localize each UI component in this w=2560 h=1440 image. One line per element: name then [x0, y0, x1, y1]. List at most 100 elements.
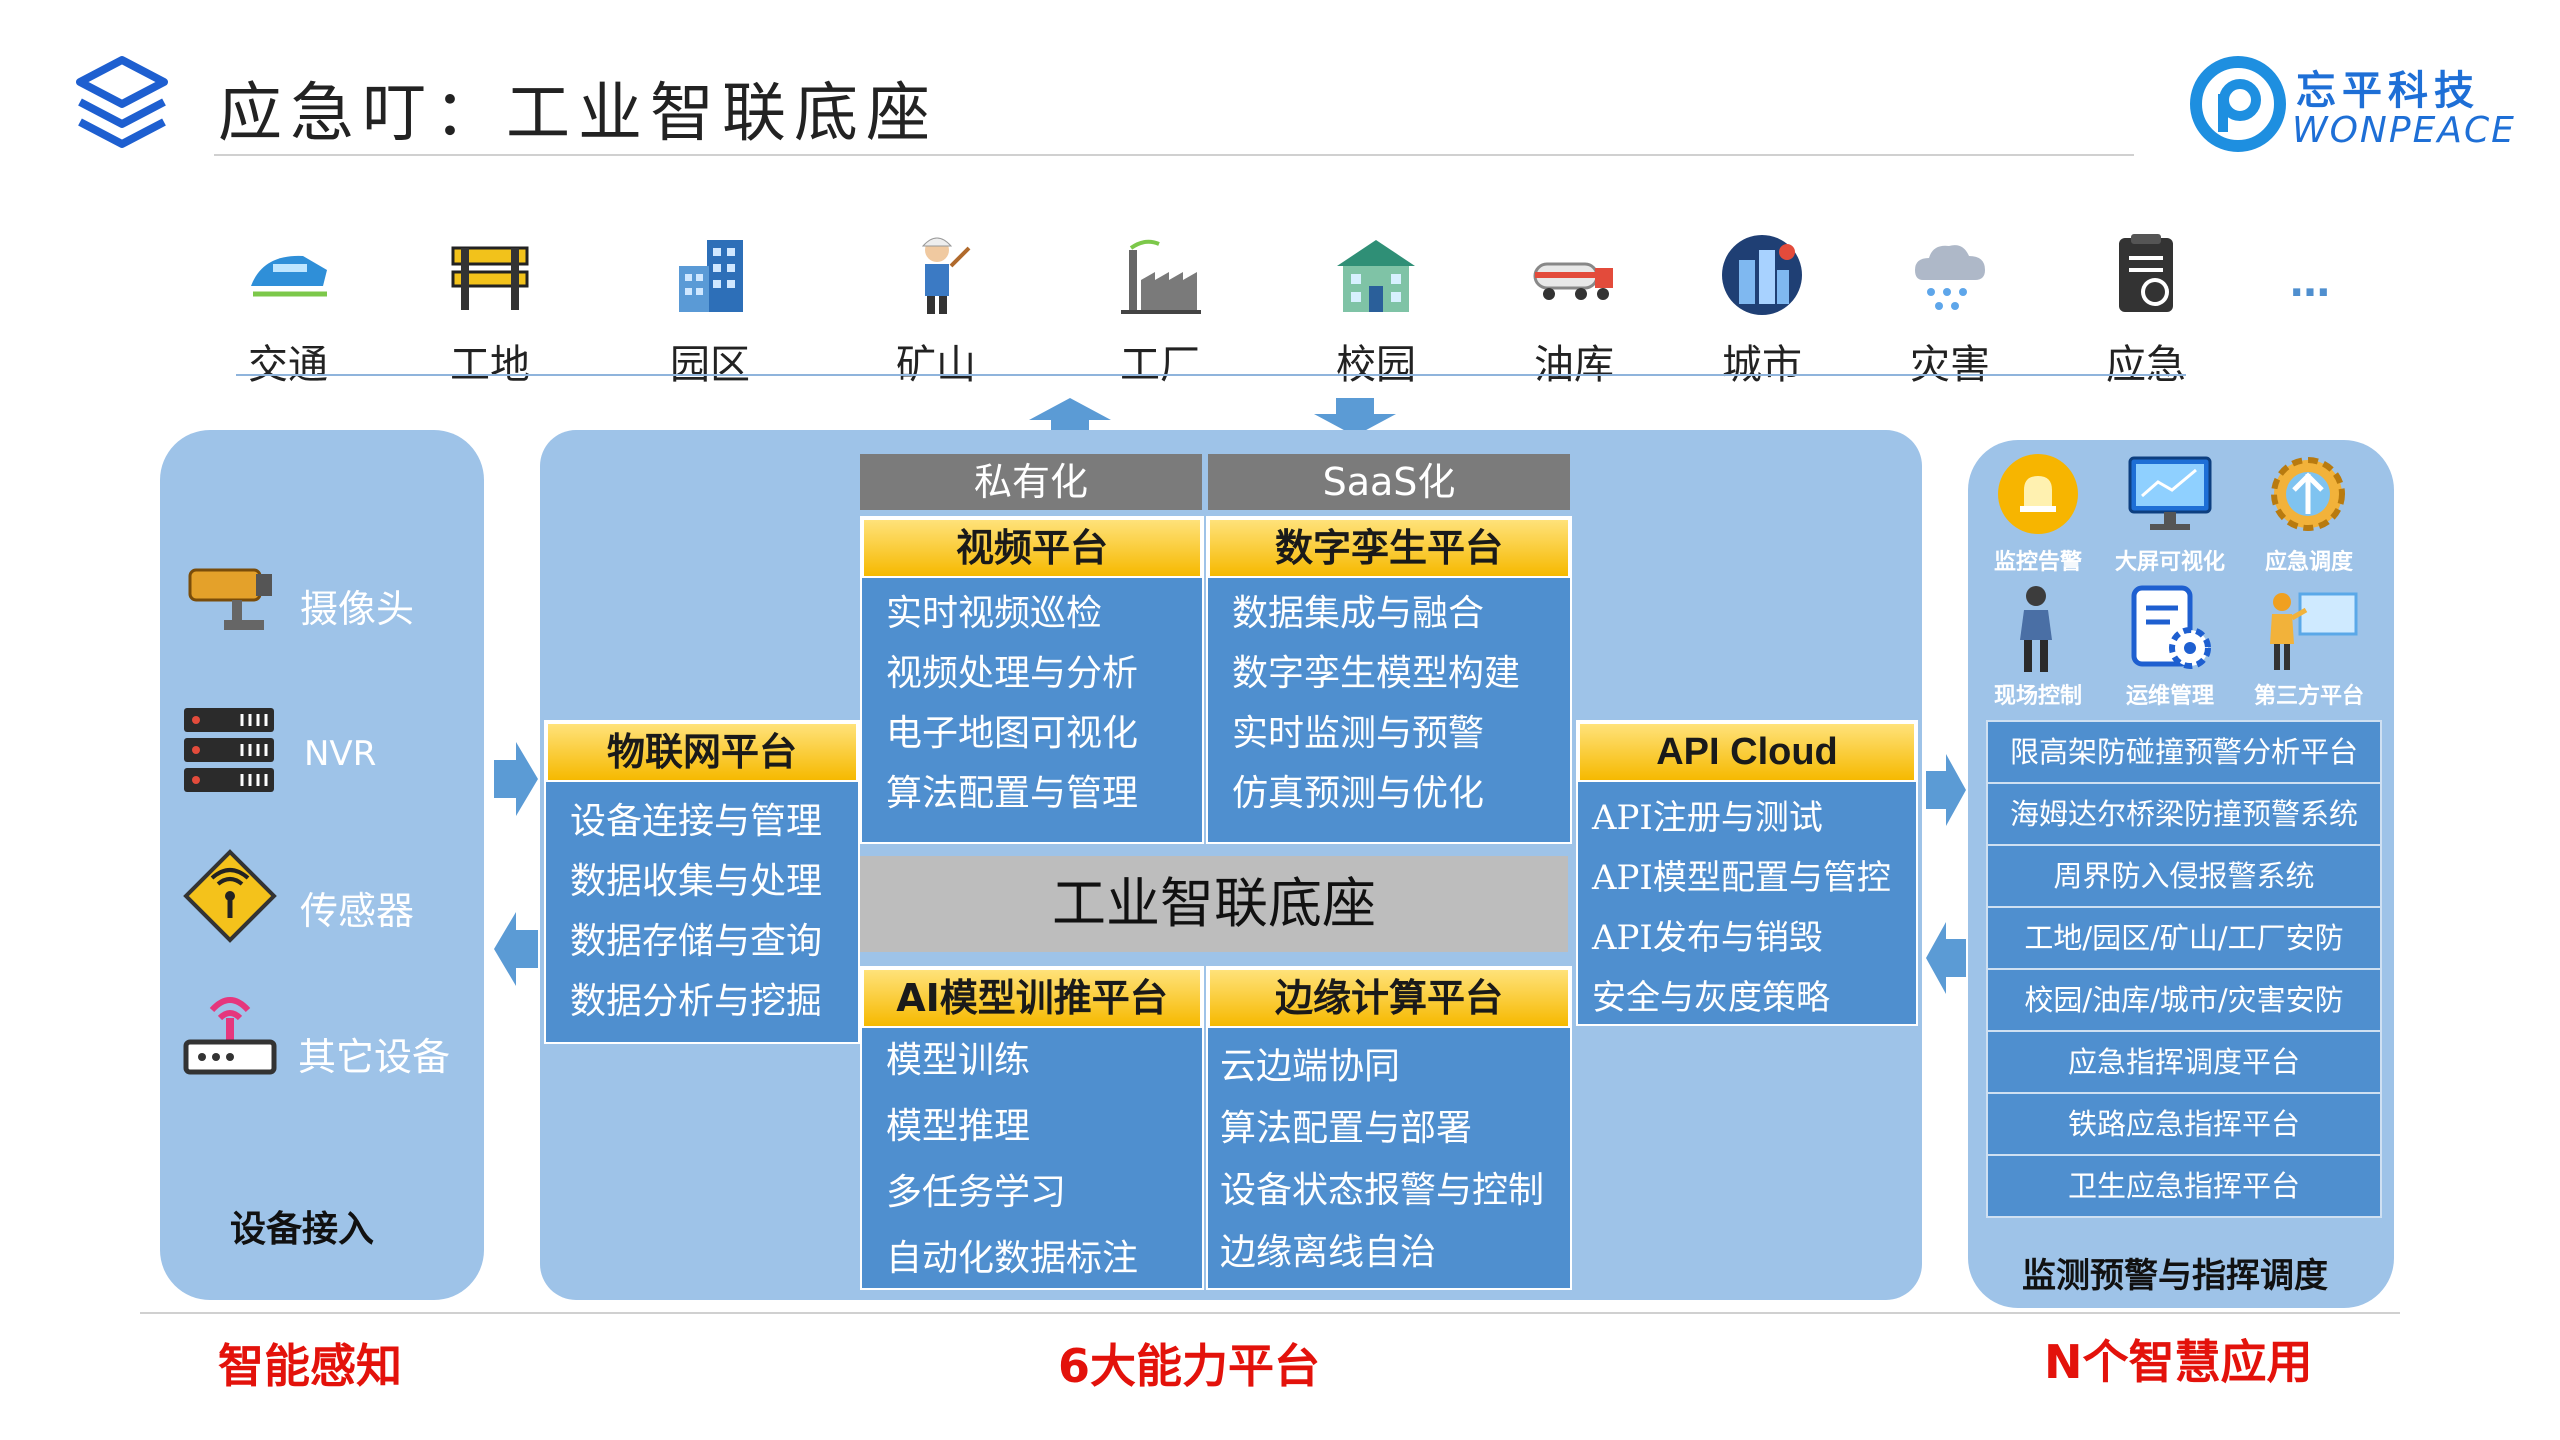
- iot-feature: 数据存储与查询: [546, 912, 858, 972]
- twin-feature: 数据集成与融合: [1208, 584, 1570, 644]
- iot-feature: 数据收集与处理: [546, 852, 858, 912]
- scenario-factory: 工厂: [1090, 230, 1230, 390]
- application-item[interactable]: 卫生应急指挥平台: [1986, 1154, 2382, 1218]
- edge-feature: 算法配置与部署: [1208, 1098, 1570, 1160]
- brand-logo-icon: [2188, 54, 2288, 154]
- scenario-campus: 校园: [1306, 230, 1446, 390]
- tanker-icon: [1529, 230, 1619, 320]
- api-feature: API模型配置与管控: [1578, 848, 1916, 908]
- twin-feature: 仿真预测与优化: [1208, 764, 1570, 824]
- scenario-park: 园区: [640, 230, 780, 390]
- scenario-disaster: 灾害: [1880, 230, 2020, 390]
- edge-platform-block: 边缘计算平台 云边端协同 算法配置与部署 设备状态报警与控制 边缘离线自治: [1206, 966, 1572, 1290]
- emergency-doc-icon: [2101, 230, 2191, 320]
- ai-feature: 模型推理: [862, 1094, 1202, 1160]
- scenario-city: 城市: [1692, 230, 1832, 390]
- nvr-icon: [182, 706, 276, 798]
- application-item[interactable]: 应急指挥调度平台: [1986, 1030, 2382, 1094]
- person-icon: [2004, 584, 2068, 676]
- camera-icon: [180, 560, 280, 640]
- app-icon-label: 运维管理: [2105, 678, 2235, 710]
- application-item[interactable]: 周界防入侵报警系统: [1986, 844, 2382, 908]
- edge-feature: 边缘离线自治: [1208, 1222, 1570, 1284]
- private-deploy-label: 私有化: [860, 454, 1202, 510]
- arrow-left-icon: [492, 910, 540, 988]
- router-icon: [182, 980, 278, 1076]
- app-icon-label: 应急调度: [2244, 544, 2374, 576]
- twin-feature: 实时监测与预警: [1208, 704, 1570, 764]
- iot-platform-title: 物联网平台: [546, 722, 858, 782]
- api-feature: API注册与测试: [1578, 788, 1916, 848]
- perception-label: 智能感知: [218, 1330, 402, 1396]
- scenario-baseline: [236, 374, 2186, 376]
- digital-twin-title: 数字孪生平台: [1208, 518, 1570, 578]
- alarm-icon: [1996, 452, 2080, 536]
- sensor-icon: [182, 848, 278, 944]
- api-feature: 安全与灰度策略: [1578, 968, 1916, 1028]
- ai-platform-block: AI模型训推平台 模型训练 模型推理 多任务学习 自动化数据标注: [860, 966, 1204, 1290]
- layers-logo-icon: [72, 52, 172, 152]
- city-icon: [1717, 230, 1807, 320]
- application-item[interactable]: 铁路应急指挥平台: [1986, 1092, 2382, 1156]
- factory-icon: [1115, 230, 1205, 320]
- monitor-icon: [2126, 452, 2214, 536]
- twin-feature: 数字孪生模型构建: [1208, 644, 1570, 704]
- arrow-right-icon: [1924, 752, 1968, 828]
- ai-feature: 模型训练: [862, 1028, 1202, 1094]
- video-feature: 视频处理与分析: [862, 644, 1202, 704]
- brand-name: 忘平科技: [2296, 58, 2480, 116]
- presenter-icon: [2262, 584, 2360, 674]
- edge-platform-title: 边缘计算平台: [1208, 968, 1570, 1028]
- brand-name-en: WONPEACE: [2292, 110, 2516, 151]
- ai-feature: 自动化数据标注: [862, 1226, 1202, 1292]
- arrow-right-icon: [492, 740, 540, 818]
- device-access-caption: 设备接入: [230, 1200, 374, 1252]
- device-label: NVR: [304, 734, 376, 774]
- application-item[interactable]: 工地/园区/矿山/工厂安防: [1986, 906, 2382, 970]
- building-icon: [665, 230, 755, 320]
- train-icon: [243, 230, 333, 320]
- smart-application-caption: 监测预警与指挥调度: [2022, 1248, 2328, 1297]
- edge-feature: 设备状态报警与控制: [1208, 1160, 1570, 1222]
- scenario-traffic: 交通: [218, 230, 358, 390]
- app-icon-label: 监控告警: [1973, 544, 2103, 576]
- api-cloud-title: API Cloud: [1578, 722, 1916, 782]
- saas-deploy-label: SaaS化: [1208, 454, 1570, 510]
- industrial-core-banner: 工业智联底座: [860, 856, 1568, 952]
- ai-feature: 多任务学习: [862, 1160, 1202, 1226]
- school-icon: [1331, 230, 1421, 320]
- ops-doc-icon: [2126, 584, 2218, 674]
- video-platform-title: 视频平台: [862, 518, 1202, 578]
- application-item[interactable]: 海姆达尔桥梁防撞预警系统: [1986, 782, 2382, 846]
- application-item[interactable]: 限高架防碰撞预警分析平台: [1986, 720, 2382, 784]
- iot-feature: 设备连接与管理: [546, 792, 858, 852]
- dispatch-gear-icon: [2264, 450, 2352, 538]
- iot-platform-block: 物联网平台 设备连接与管理 数据收集与处理 数据存储与查询 数据分析与挖掘: [544, 720, 860, 1044]
- footer-divider: [140, 1312, 2400, 1314]
- video-platform-block: 视频平台 实时视频巡检 视频处理与分析 电子地图可视化 算法配置与管理: [860, 516, 1204, 844]
- scenario-oil-depot: 油库: [1504, 230, 1644, 390]
- api-cloud-block: API Cloud API注册与测试 API模型配置与管控 API发布与销毁 安…: [1576, 720, 1918, 1026]
- app-icon-label: 大屏可视化: [2105, 544, 2235, 576]
- miner-icon: [891, 230, 981, 320]
- app-icon-label: 第三方平台: [2244, 678, 2374, 710]
- video-feature: 电子地图可视化: [862, 704, 1202, 764]
- edge-feature: 云边端协同: [1208, 1036, 1570, 1098]
- device-label: 其它设备: [298, 1026, 450, 1081]
- digital-twin-block: 数字孪生平台 数据集成与融合 数字孪生模型构建 实时监测与预警 仿真预测与优化: [1206, 516, 1572, 844]
- ai-platform-title: AI模型训推平台: [862, 968, 1202, 1028]
- video-feature: 实时视频巡检: [862, 584, 1202, 644]
- more-scenarios: …: [2290, 260, 2330, 306]
- barrier-icon: [445, 230, 535, 320]
- api-feature: API发布与销毁: [1578, 908, 1916, 968]
- video-feature: 算法配置与管理: [862, 764, 1202, 824]
- application-list: 限高架防碰撞预警分析平台 海姆达尔桥梁防撞预警系统 周界防入侵报警系统 工地/园…: [1986, 722, 2382, 1218]
- capability-label: 6大能力平台: [1058, 1330, 1320, 1396]
- application-item[interactable]: 校园/油库/城市/灾害安防: [1986, 968, 2382, 1032]
- application-label: N个智慧应用: [2044, 1326, 2313, 1392]
- device-label: 传感器: [300, 880, 414, 935]
- iot-feature: 数据分析与挖掘: [546, 972, 858, 1032]
- scenario-mine: 矿山: [866, 230, 1006, 390]
- scenario-emergency: 应急: [2076, 230, 2216, 390]
- device-label: 摄像头: [300, 578, 414, 633]
